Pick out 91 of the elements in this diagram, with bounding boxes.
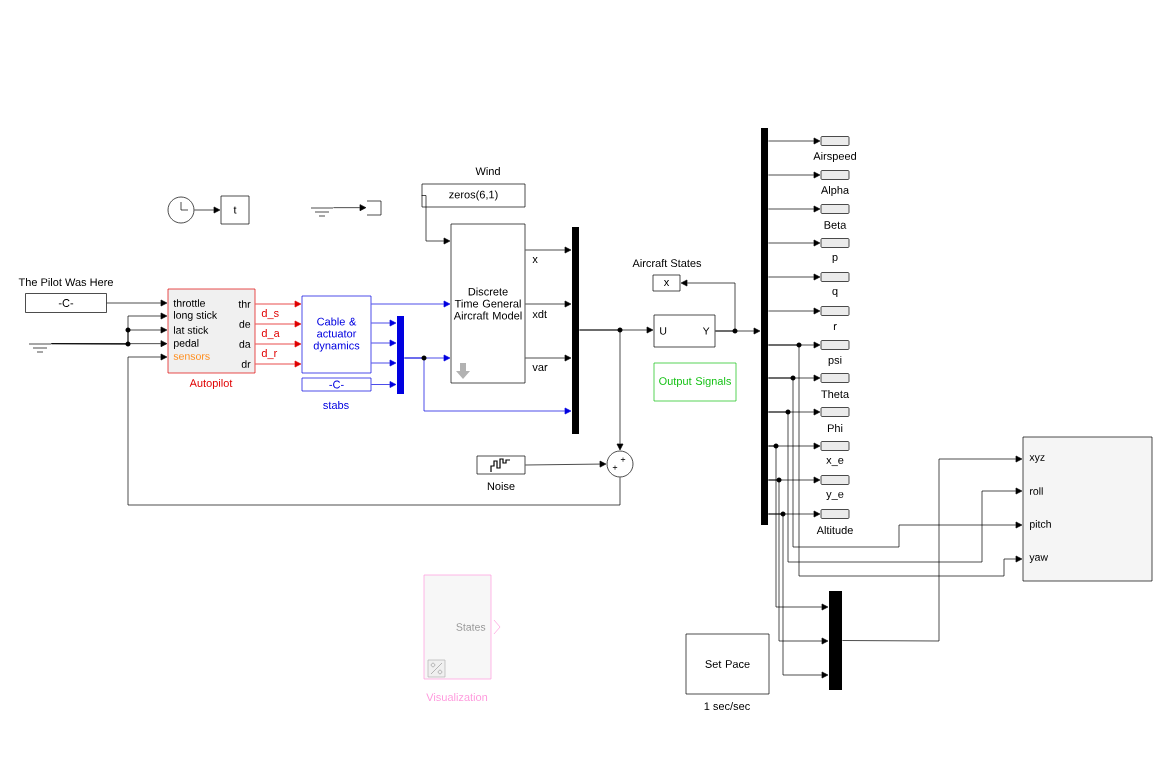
block-label: psi: [828, 355, 842, 367]
signal-line: [255, 360, 302, 368]
block-label: Wind: [475, 166, 500, 176]
signal-line: [768, 205, 821, 213]
signal-line: [371, 319, 397, 327]
signal-line: [421, 195, 451, 245]
signal-label: d_s: [260, 307, 281, 321]
block-label: Airspeed: [813, 151, 856, 163]
block-label: Visualization: [426, 692, 488, 702]
block-label: Theta: [821, 389, 850, 399]
signal-line: [842, 455, 1023, 642]
subsystem-block: Discrete Time General Aircraft Model: [450, 223, 526, 384]
signal-line: [768, 479, 829, 645]
block-label: Altitude: [816, 525, 853, 535]
constant-block: -C-: [301, 377, 372, 392]
signal-line: [255, 300, 302, 308]
scope-block: t: [220, 195, 250, 225]
signal-line: [768, 171, 821, 179]
signal-line: [255, 340, 302, 348]
signal-line: [768, 411, 1023, 563]
signal-line: [768, 137, 821, 145]
port-label: roll: [1030, 487, 1043, 495]
block-label: Noise: [487, 481, 515, 491]
port-label: xyz: [1029, 455, 1045, 463]
signal-label: xdt: [531, 308, 549, 320]
port-label: Y: [702, 327, 710, 335]
port-label: yaw: [1029, 555, 1049, 563]
subsystem-block: Cable & actuator dynamics: [301, 295, 372, 374]
port-label: sensors: [173, 354, 210, 360]
signal-line: [768, 344, 1023, 577]
block-label: Aircraft States: [632, 258, 702, 268]
signal-line: [525, 246, 572, 254]
signal-line: [768, 273, 821, 281]
port-label: throttle: [173, 299, 205, 307]
signal-line: [255, 320, 302, 328]
block-label: Phi: [827, 424, 843, 432]
signal-line: [371, 359, 397, 367]
block-label: Alpha: [820, 185, 850, 197]
signal-label: d_a: [260, 327, 281, 341]
signal-line: [404, 357, 572, 415]
annotation-box: Output Signals: [653, 362, 737, 402]
signal-line: [768, 239, 821, 247]
signal-label: x: [531, 256, 539, 264]
signal-label: d_r: [260, 347, 279, 361]
port-label: +: [612, 465, 618, 470]
port-label: thr: [238, 300, 251, 308]
constant-block: zeros(6,1): [421, 183, 526, 208]
signal-line: [768, 377, 1023, 548]
pace-block: Set Pace: [685, 633, 770, 695]
port-label: +: [620, 457, 626, 462]
port-label: lat stick: [174, 326, 209, 334]
signal-line: [371, 339, 397, 347]
block-label: p: [832, 254, 838, 264]
ground-symbol: [310, 207, 334, 217]
block-label: stabs: [323, 400, 349, 410]
port-label: de: [239, 320, 251, 328]
signal-line: [371, 300, 451, 308]
signal-line: [525, 300, 572, 308]
signal-line: [371, 381, 397, 388]
signal-line: [525, 354, 572, 362]
ground-symbol: [28, 343, 52, 353]
signal-line: [768, 307, 821, 315]
block-label: r: [833, 324, 837, 330]
terminator-block: [366, 200, 382, 216]
signal-line: [51, 340, 168, 348]
workspace-block: x: [652, 274, 681, 292]
signal-line: [768, 513, 829, 679]
port-label: pitch: [1030, 520, 1051, 530]
port-label: da: [239, 340, 251, 348]
signal-line: [127, 353, 621, 506]
block-label: The Pilot Was Here: [18, 277, 113, 287]
signal-line: [194, 206, 221, 214]
block-label: y_e: [826, 491, 844, 501]
block-label: 1 sec/sec: [704, 701, 750, 711]
signal-line: [768, 445, 829, 611]
port-label: pedal: [174, 339, 199, 349]
signal-line: [680, 279, 736, 332]
signal-line: [579, 329, 624, 451]
signal-line: [525, 460, 607, 468]
signal-line: [106, 299, 168, 307]
block-label: Autopilot: [189, 378, 233, 390]
block-label: Beta: [824, 221, 847, 229]
constant-block: -C-: [25, 293, 107, 313]
block-label: q: [832, 288, 838, 298]
signal-label: var: [531, 364, 549, 372]
port-label: long stick: [174, 311, 218, 321]
clock-block: [167, 196, 195, 224]
port-label: dr: [241, 360, 251, 368]
block-label: x_e: [826, 457, 844, 467]
signal-line: [333, 204, 367, 211]
port-label: U: [660, 327, 667, 335]
